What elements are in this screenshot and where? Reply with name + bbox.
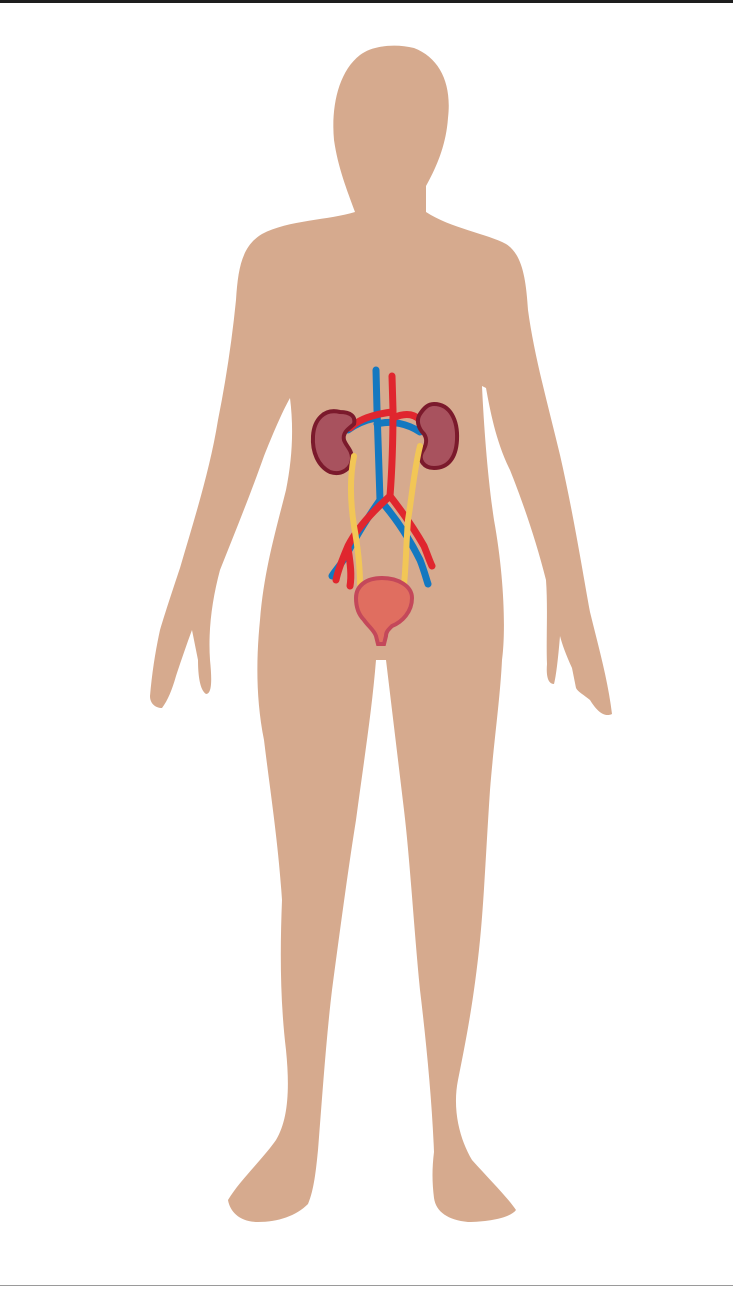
iliac-branch-left	[344, 544, 355, 590]
ureter-left	[348, 453, 363, 587]
kidney-icon	[310, 401, 460, 475]
aorta	[332, 372, 436, 590]
renal-vein-right	[373, 418, 424, 436]
iliac-artery-right	[386, 492, 436, 570]
vena-cava-trunk	[372, 366, 384, 504]
bladder	[353, 575, 415, 646]
bladder-icon	[353, 575, 415, 646]
kidney-right	[415, 401, 460, 471]
bottom-border	[0, 1285, 733, 1286]
top-border	[0, 0, 733, 3]
iliac-vein-right	[376, 496, 432, 588]
ureter	[348, 443, 423, 587]
ureter-right	[401, 443, 423, 587]
aorta-trunk	[386, 372, 397, 500]
